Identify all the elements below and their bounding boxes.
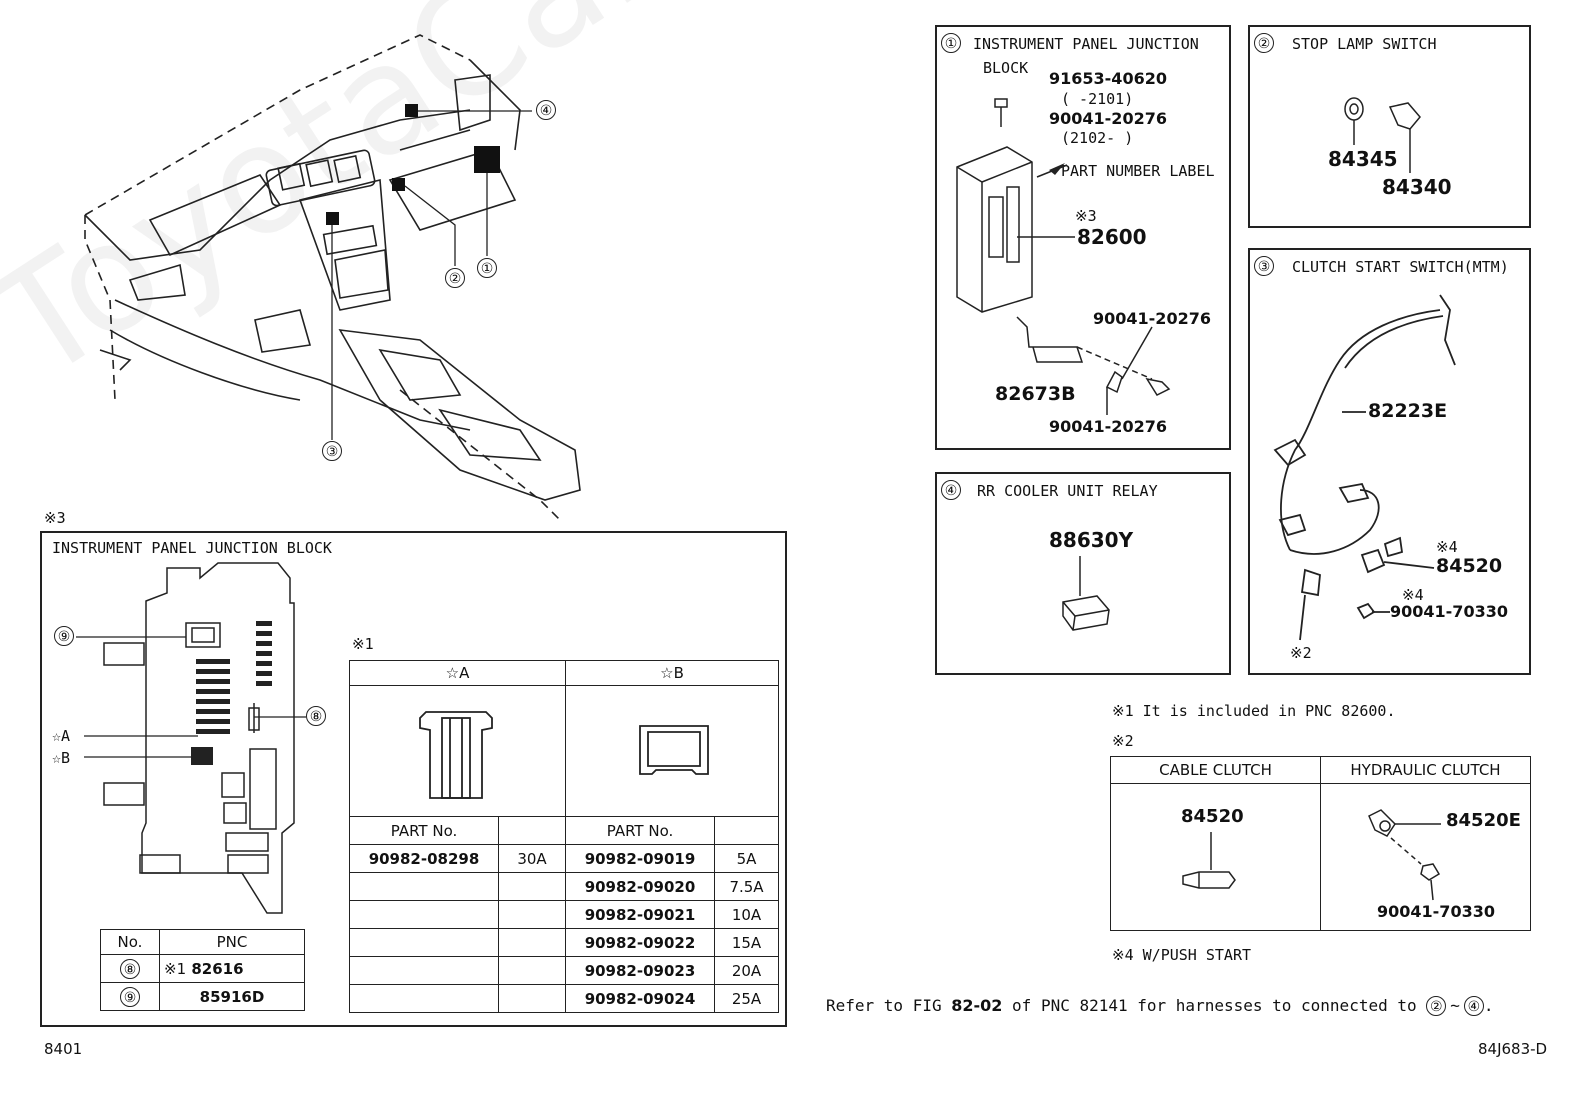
panel3-title: CLUTCH START SWITCH(MTM): [1292, 258, 1509, 276]
stop-lamp-drawing: [1344, 97, 1421, 173]
clutch-switch-drawing: [1273, 294, 1456, 641]
fuse-head-b: ☆B: [565, 660, 779, 686]
fuse-row: 90982-09024 25A: [349, 984, 779, 1013]
jb-callout-9: ⑨: [54, 626, 74, 646]
fuse-table-note: ※1: [352, 635, 374, 653]
fuse-b-drawing-cell: [565, 685, 779, 817]
bolt-top-range: ( -2101): [1061, 90, 1134, 108]
stop-lamp-pn-a: 84345: [1328, 147, 1398, 171]
fuse-a-drawing-cell: [349, 685, 566, 817]
harness-pn: 82223E: [1368, 400, 1448, 422]
cable-clutch-pn: 84520: [1181, 806, 1244, 827]
fuse-table: ☆A ☆B: [349, 660, 779, 1013]
switch-pn: 84520: [1436, 555, 1503, 577]
hydraulic-clutch-pn: 84520E: [1446, 810, 1521, 831]
refer-note: Refer to FIG 82-02 of PNC 82141 for harn…: [826, 996, 1494, 1016]
panel1-num: ①: [941, 33, 961, 53]
fuse-row: 90982-08298 30A 90982-09019 5A: [349, 844, 779, 873]
note-4: ※4 W/PUSH START: [1112, 946, 1251, 964]
footer-right-code: 84J683-D: [1478, 1040, 1548, 1058]
bolt-bottom-pn: 90041-20276: [1049, 417, 1167, 436]
callout-4: ④: [536, 100, 556, 120]
hydraulic-nut-pn: 90041-70330: [1377, 902, 1495, 921]
nut-note: ※4: [1402, 586, 1424, 604]
relay-pn: 88630Y: [1049, 528, 1134, 552]
panel4-num: ④: [941, 480, 961, 500]
junction-block-drawing: [956, 98, 1171, 415]
panel-stop-lamp-switch: ② STOP LAMP SWITCH 84345 84340: [1248, 25, 1531, 228]
pnc-table: No. PNC ⑧ ※1 82616 ⑨ 85916D: [100, 929, 305, 1011]
panel2-title: STOP LAMP SWITCH: [1292, 35, 1437, 53]
callout-1: ①: [477, 258, 497, 278]
jb-detail-box: INSTRUMENT PANEL JUNCTION BLOCK: [40, 531, 787, 1027]
stop-lamp-pn-b: 84340: [1382, 175, 1452, 199]
hydraulic-clutch-cell: 84520E 90041-70330: [1320, 783, 1531, 931]
jb-star-a: ☆A: [52, 727, 71, 745]
bolt-top-range2: (2102- ): [1061, 129, 1134, 147]
bracket-pn: 82673B: [995, 383, 1076, 405]
fuse-row: 90982-09022 15A: [349, 928, 779, 957]
fuse-b-partno-header: PART No.: [565, 816, 715, 845]
clutch-type-table: CABLE CLUTCH HYDRAULIC CLUTCH 84520 8452…: [1110, 756, 1531, 931]
panel-rr-cooler-relay: ④ RR COOLER UNIT RELAY 88630Y: [935, 472, 1231, 675]
cable-clutch-switch-drawing: [1182, 832, 1236, 889]
clutch-note-2: ※2: [1290, 644, 1312, 662]
fuse-row: 90982-09021 10A: [349, 900, 779, 929]
bolt-right-pn: 90041-20276: [1093, 309, 1211, 328]
part-number-label-text: PART NUMBER LABEL: [1061, 162, 1215, 180]
block-pn: 82600: [1077, 225, 1147, 249]
fuse-row: 90982-09023 20A: [349, 956, 779, 985]
panel-instrument-junction-block: ① INSTRUMENT PANEL JUNCTION BLOCK 91653-…: [935, 25, 1231, 450]
panel-clutch-start-switch: ③ CLUTCH START SWITCH(MTM) 82223E ※4 845…: [1248, 248, 1531, 675]
junction-block-front-drawing: [76, 562, 306, 914]
note-1: ※1 It is included in PNC 82600.: [1112, 702, 1396, 720]
pnc-header-pnc: PNC: [159, 929, 305, 955]
fuse-head-a: ☆A: [349, 660, 566, 686]
panel1-title: INSTRUMENT PANEL JUNCTION: [973, 35, 1199, 53]
panel2-num: ②: [1254, 33, 1274, 53]
switch-note: ※4: [1436, 538, 1458, 556]
panel3-num: ③: [1254, 256, 1274, 276]
block-note-mark: ※3: [1075, 207, 1097, 225]
fuse-row: 90982-09020 7.5A: [349, 872, 779, 901]
panel4-title: RR COOLER UNIT RELAY: [977, 482, 1158, 500]
jb-detail-title: INSTRUMENT PANEL JUNCTION BLOCK: [52, 539, 332, 557]
hydraulic-clutch-drawing: [1368, 809, 1441, 901]
bolt-top-pn: 91653-40620: [1049, 69, 1167, 88]
footer-left-code: 8401: [44, 1040, 83, 1058]
pnc-row: ⑧ ※1 82616: [100, 954, 305, 983]
fuse-a-partno-header: PART No.: [349, 816, 499, 845]
bolt-top-pn2: 90041-20276: [1049, 109, 1167, 128]
fuse-a-icon: [419, 711, 493, 799]
relay-drawing: [1062, 556, 1110, 631]
callout-2: ②: [445, 268, 465, 288]
callout-3: ③: [322, 441, 342, 461]
cable-clutch-cell: 84520: [1110, 783, 1321, 931]
note-2-mark: ※2: [1112, 732, 1134, 750]
jb-callout-8: ⑧: [306, 706, 326, 726]
pnc-header-no: No.: [100, 929, 160, 955]
cable-clutch-header: CABLE CLUTCH: [1110, 756, 1321, 784]
dashboard-drawing: [84, 34, 581, 521]
pnc-row: ⑨ 85916D: [100, 982, 305, 1011]
jb-star-b: ☆B: [52, 749, 71, 767]
nut-pn: 90041-70330: [1390, 602, 1508, 621]
panel1-title-line2: BLOCK: [983, 59, 1029, 77]
hydraulic-clutch-header: HYDRAULIC CLUTCH: [1320, 756, 1531, 784]
fuse-b-icon: [639, 725, 709, 775]
jb-note-mark: ※3: [44, 509, 66, 527]
